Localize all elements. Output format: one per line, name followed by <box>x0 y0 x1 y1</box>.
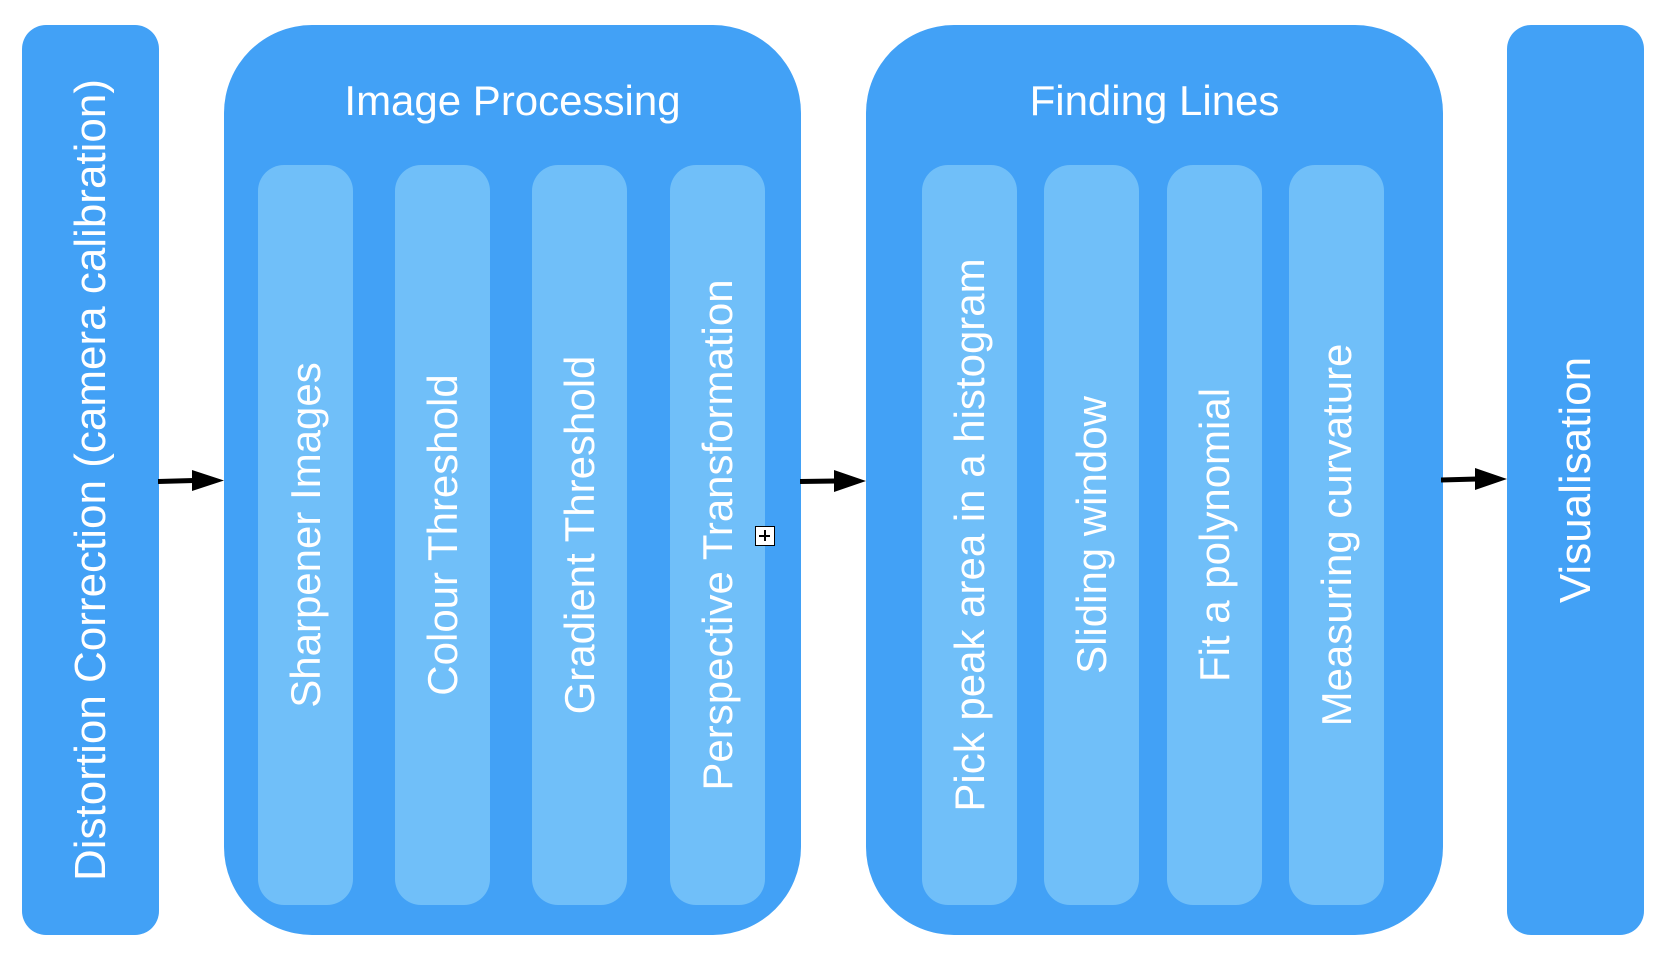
step-pick-peak-area: Pick peak area in a histogram <box>922 165 1017 905</box>
finding-lines-title: Finding Lines <box>1029 77 1280 124</box>
step-sliding-window-label: Sliding window <box>1067 396 1115 674</box>
arrow-1 <box>158 470 224 491</box>
distortion-correction-label: Distortion Correction (camera calibratio… <box>65 78 115 882</box>
arrow-3 <box>1441 468 1507 490</box>
expand-plus-icon[interactable] <box>755 526 775 546</box>
step-pick-peak-area-label: Pick peak area in a histogram <box>945 258 993 812</box>
step-colour-threshold: Colour Threshold <box>395 165 490 905</box>
step-measuring-curvature-label: Measuring curvature <box>1312 343 1360 727</box>
step-colour-threshold-label: Colour Threshold <box>418 374 466 696</box>
step-sliding-window: Sliding window <box>1044 165 1139 905</box>
step-measuring-curvature: Measuring curvature <box>1289 165 1384 905</box>
finding-lines-group: Finding Lines Pick peak area in a histog… <box>866 25 1443 935</box>
step-fit-polynomial-label: Fit a polynomial <box>1190 387 1238 683</box>
visualisation-box: Visualisation <box>1507 25 1644 935</box>
step-sharpener-images: Sharpener Images <box>258 165 353 905</box>
image-processing-group: Image Processing Sharpener Images Colour… <box>224 25 801 935</box>
distortion-correction-box: Distortion Correction (camera calibratio… <box>22 25 159 935</box>
step-fit-polynomial: Fit a polynomial <box>1167 165 1262 905</box>
step-gradient-threshold-label: Gradient Threshold <box>555 355 603 715</box>
image-processing-title: Image Processing <box>344 77 681 124</box>
step-perspective-transformation: Perspective Transformation <box>670 165 765 905</box>
step-perspective-transformation-label: Perspective Transformation <box>693 279 741 791</box>
visualisation-label: Visualisation <box>1550 356 1600 604</box>
step-sharpener-images-label: Sharpener Images <box>281 362 329 708</box>
arrow-2 <box>800 470 866 492</box>
step-gradient-threshold: Gradient Threshold <box>532 165 627 905</box>
